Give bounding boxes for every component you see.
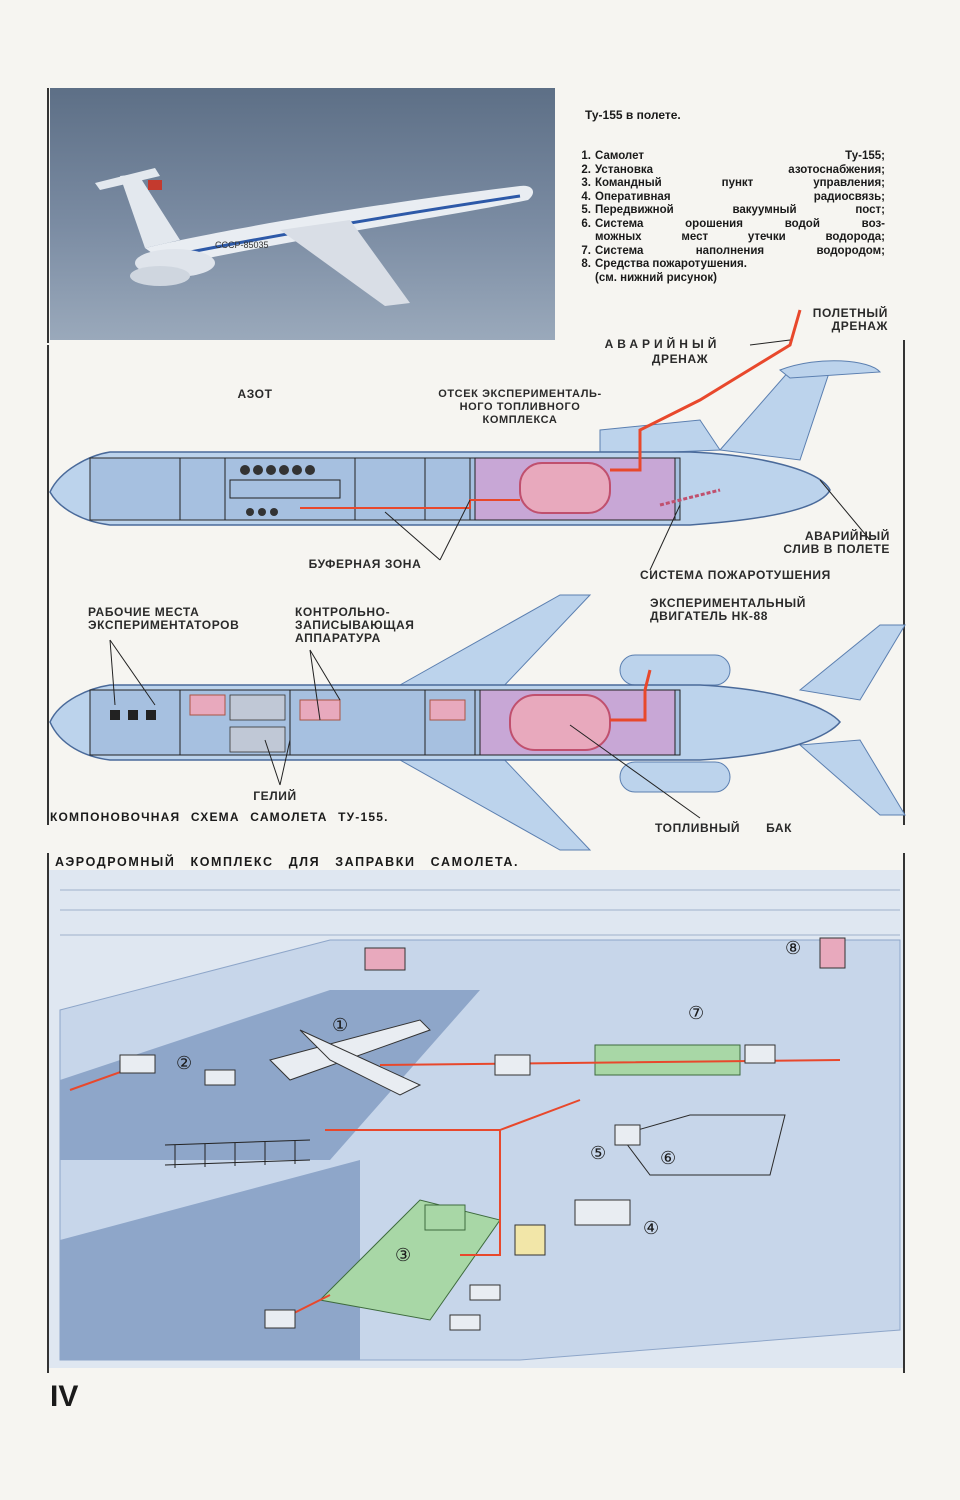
- label-fire-system: СИСТЕМА ПОЖАРОТУШЕНИЯ: [640, 568, 831, 582]
- marker-1: ①: [332, 1015, 349, 1035]
- legend-item: 2.Установка азотоснабжения;: [581, 163, 885, 176]
- legend-item: 6.Система орошения водой воз-: [581, 217, 885, 230]
- side-view-leader-lines: [384, 339, 871, 571]
- legend-item: 5.Передвижной вакуумный пост;: [581, 204, 885, 216]
- legend: 1.Самолет Ту-155; 2.Установка азотоснабж…: [575, 150, 885, 285]
- label-experimental-compartment: ОТСЕК ЭКСПЕРИМЕНТАЛЬ- НОГО ТОПЛИВНОГО КО…: [438, 388, 602, 426]
- label-flight-drain: ПОЛЕТНЫЙ ДРЕНАЖ: [812, 306, 888, 333]
- diagram-frame-line-right: [903, 340, 905, 825]
- legend-item: 8.Средства пожаротушения.: [581, 258, 747, 270]
- marker-7: ⑦: [688, 1003, 705, 1023]
- legend-item: 1.Самолет Ту-155;: [581, 150, 885, 162]
- label-workstations: РАБОЧИЕ МЕСТА ЭКСПЕРИМЕНТАТОРОВ: [88, 605, 240, 632]
- photo-frame-line: [47, 88, 49, 343]
- airfield-scene: [47, 870, 903, 1368]
- legend-item: 4.Оперативная радиосвязь;: [581, 190, 885, 203]
- marker-6: ⑥: [660, 1148, 677, 1168]
- legend-item: 7.Система наполнения водородом;: [581, 244, 885, 257]
- layout-scheme-title: КОМПОНОВОЧНАЯ СХЕМА САМОЛЕТА ТУ-155.: [50, 810, 389, 824]
- label-helium: ГЕЛИЙ: [253, 789, 297, 803]
- marker-4: ④: [643, 1218, 660, 1238]
- label-recording-equipment: КОНТРОЛЬНО- ЗАПИСЫВАЮЩАЯ АППАРАТУРА: [295, 605, 415, 645]
- photo-registration: СССР-85035: [215, 240, 269, 250]
- label-emergency-drain: АВАРИЙНЫЙ: [604, 337, 721, 351]
- diagram-frame-line: [47, 345, 49, 825]
- label-experimental-engine: ЭКСПЕРИМЕНТАЛЬНЫЙ ДВИГАТЕЛЬ НК-88: [650, 596, 806, 623]
- photo-caption: Ту-155 в полете.: [585, 108, 681, 122]
- label-nitrogen: АЗОТ: [237, 387, 273, 401]
- label-emergency-dump: АВАРИЙНЫЙ СЛИВ В ПОЛЕТЕ: [783, 529, 890, 556]
- marker-3: ③: [395, 1245, 412, 1265]
- legend-note: (см. нижний рисунок): [595, 271, 718, 284]
- aircraft-photo: СССР-85035: [50, 88, 555, 340]
- legend-item: можных мест утечки водорода;: [595, 231, 885, 243]
- label-emergency-drain-2: ДРЕНАЖ: [651, 352, 709, 366]
- airfield-frame-line-left: [47, 853, 49, 1373]
- top-view-leader-lines: [109, 639, 701, 819]
- marker-8: ⑧: [785, 938, 802, 958]
- top-view-aircraft: [49, 594, 906, 851]
- label-fuel-tank: ТОПЛИВНЫЙ БАК: [655, 821, 793, 835]
- marker-2: ②: [176, 1053, 193, 1073]
- side-view-aircraft: [49, 309, 882, 526]
- legend-item: 3.Командный пункт управления;: [581, 177, 885, 189]
- label-buffer-zone: БУФЕРНАЯ ЗОНА: [308, 557, 422, 571]
- airfield-title: АЭРОДРОМНЫЙ КОМПЛЕКС ДЛЯ ЗАПРАВКИ САМОЛЕ…: [55, 855, 520, 869]
- marker-5: ⑤: [590, 1143, 607, 1163]
- page-number: IV: [50, 1380, 79, 1413]
- tu-155-photo-illustration: СССР-85035: [95, 168, 534, 306]
- airfield-frame-line-right: [903, 853, 905, 1373]
